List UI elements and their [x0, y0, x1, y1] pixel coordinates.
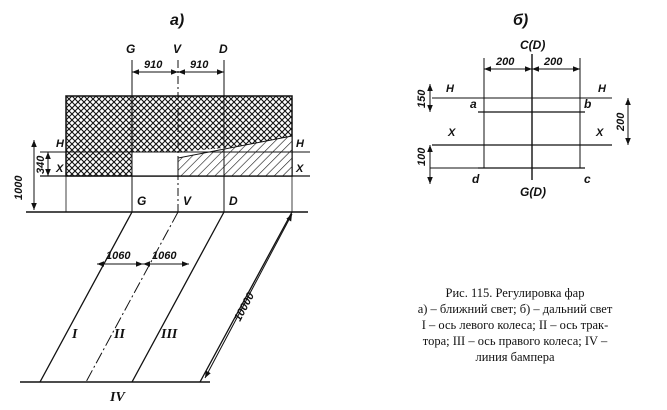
caption-line-2: I – ось левого колеса; II – ось трак-	[421, 318, 609, 332]
caption-line-3: тора; III – ось правого колеса; IV –	[422, 334, 608, 348]
dim-10000: 10000	[232, 290, 257, 323]
h-left-b: H	[446, 83, 455, 95]
caption-line-4: линия бампера	[475, 350, 555, 364]
panel-b: б) C(D) 200 200 H H X X a b d c G(D) 150…	[416, 12, 631, 199]
h-left-label: H	[56, 138, 65, 150]
bumper-label-iv: IV	[109, 390, 126, 405]
corner-d: d	[472, 172, 480, 186]
corner-b: b	[584, 97, 591, 111]
dim-100: 100	[416, 147, 428, 166]
corner-c: c	[584, 172, 591, 186]
g-d-label: G(D)	[520, 185, 546, 199]
c-d-label: C(D)	[520, 38, 545, 52]
dim-340: 340	[35, 155, 47, 174]
letter-g-top: G	[126, 42, 135, 56]
x-right-b: X	[595, 127, 604, 139]
caption-title: Рис. 115. Регулировка фар	[445, 286, 585, 300]
h-right-b: H	[598, 83, 607, 95]
axis-letter-d: D	[229, 194, 238, 208]
dim-200-left: 200	[495, 56, 515, 68]
dim-200-right: 200	[543, 56, 563, 68]
x-right-label: X	[295, 163, 304, 175]
lane-line-2	[85, 211, 179, 383]
lane-label-iii: III	[160, 327, 178, 342]
lane-label-ii: II	[113, 327, 125, 342]
lane-line-3	[131, 211, 225, 383]
dim-1060-right: 1060	[152, 250, 177, 262]
letter-d-top: D	[219, 42, 228, 56]
dim-150: 150	[416, 89, 428, 108]
lane-label-i: I	[71, 327, 78, 342]
dim-910-left: 910	[144, 59, 163, 71]
figure-caption: Рис. 115. Регулировка фар а) – ближний с…	[370, 285, 660, 365]
lane-line-1	[39, 211, 133, 383]
x-left-label: X	[55, 163, 64, 175]
dim-1000: 1000	[13, 175, 25, 200]
corner-a: a	[470, 97, 477, 111]
panel-a: а) G V D 910 910 H X H X 340 1000	[13, 12, 310, 405]
panel-b-label: б)	[513, 12, 528, 29]
dim-910-right: 910	[190, 59, 209, 71]
caption-line-1: а) – ближний свет; б) – дальний свет	[417, 302, 613, 316]
axis-letter-v: V	[183, 194, 192, 208]
letter-v-top: V	[173, 42, 182, 56]
axis-letter-g: G	[137, 194, 146, 208]
h-right-label: H	[296, 138, 305, 150]
dim-1060-left: 1060	[106, 250, 131, 262]
dim-line-10000	[204, 213, 293, 379]
panel-a-label: а)	[170, 12, 184, 29]
dim-200-vert: 200	[615, 112, 627, 132]
x-left-b: X	[447, 127, 456, 139]
